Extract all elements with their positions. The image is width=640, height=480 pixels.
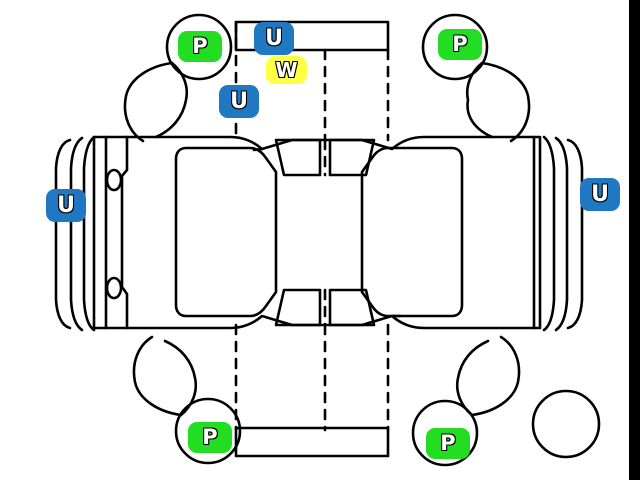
windshield-left-pane: [274, 138, 322, 177]
car-body-outline: [92, 135, 542, 330]
wheel-front-left: [165, 13, 233, 81]
marker-glyph: P: [452, 32, 469, 56]
bumper-left-arc-2: [69, 136, 84, 332]
marker-glyph: U: [57, 192, 76, 218]
fender-front-left: [123, 61, 174, 143]
rear-bumper-bar: [234, 426, 390, 458]
fender-front-left-inner: [154, 61, 189, 139]
wheel-rear-left: [174, 397, 242, 465]
marker-glyph: P: [192, 34, 209, 58]
marker-u-hood-top[interactable]: U: [254, 22, 294, 55]
rear-window-right-pane: [328, 288, 376, 327]
marker-p-rear-right[interactable]: P: [426, 428, 470, 459]
bumper-right-arc-3: [542, 135, 556, 332]
marker-glyph: U: [591, 181, 610, 207]
panel-split-lines: [234, 20, 390, 432]
marker-u-right-side[interactable]: U: [580, 178, 620, 211]
windshield-right-pane: [328, 138, 376, 177]
bumper-right-arc-1: [566, 138, 584, 330]
marker-p-front-left[interactable]: P: [178, 31, 222, 62]
marker-p-rear-left[interactable]: P: [188, 422, 232, 453]
right-door-panel: [360, 146, 464, 318]
fender-front-right-inner: [465, 61, 494, 139]
rear-window-left-pane: [274, 288, 322, 327]
fender-front-right: [480, 61, 531, 143]
spare-tire: [531, 389, 601, 459]
right-edge-bar: [629, 0, 640, 480]
lamp-oval-lower-left: [105, 276, 123, 300]
fender-rear-left-inner: [163, 339, 198, 417]
fender-rear-right: [470, 335, 521, 417]
left-door-panel: [174, 146, 278, 318]
fender-rear-left: [132, 335, 183, 417]
bumper-right-arc-2: [554, 136, 569, 332]
lamp-oval-upper-left: [105, 168, 123, 192]
marker-glyph: P: [440, 431, 457, 455]
marker-glyph: W: [275, 58, 298, 82]
fender-rear-right-inner: [455, 339, 490, 417]
wheel-rear-right: [411, 399, 479, 467]
left-panel-seam: [120, 135, 129, 330]
wheel-front-right: [421, 13, 489, 81]
marker-u-left-side[interactable]: U: [46, 189, 86, 222]
marker-glyph: U: [265, 25, 284, 51]
marker-p-front-right[interactable]: P: [438, 29, 482, 60]
marker-u-hood-left[interactable]: U: [219, 85, 259, 118]
marker-glyph: U: [230, 88, 249, 114]
marker-glyph: P: [202, 425, 219, 449]
marker-w-hood[interactable]: W: [266, 56, 307, 84]
bumper-left-arc-1: [54, 138, 72, 330]
bumper-left-arc-3: [82, 135, 96, 332]
